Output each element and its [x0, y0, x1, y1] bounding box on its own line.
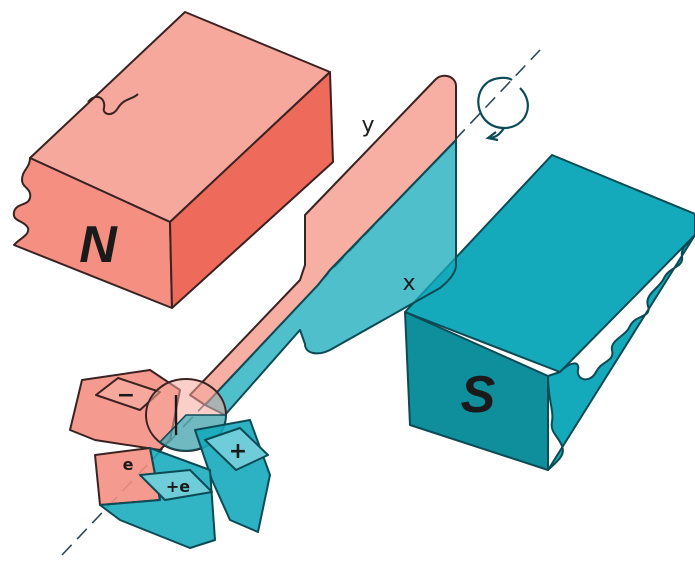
loop-side-label-y: y [361, 113, 374, 138]
north-magnet: N [14, 12, 333, 308]
south-pole-label: S [461, 366, 496, 424]
commutator-plus-label: + [229, 439, 247, 464]
north-pole-label: N [79, 216, 118, 274]
curved-rotation-arrow-icon [478, 78, 528, 140]
terminal-block: e +e [95, 448, 215, 548]
terminal-label-1: e [123, 455, 134, 474]
commutator-minus-label: − [117, 383, 135, 408]
terminal-label-2: +e [166, 477, 190, 496]
loop-side-label-x: x [402, 271, 415, 296]
